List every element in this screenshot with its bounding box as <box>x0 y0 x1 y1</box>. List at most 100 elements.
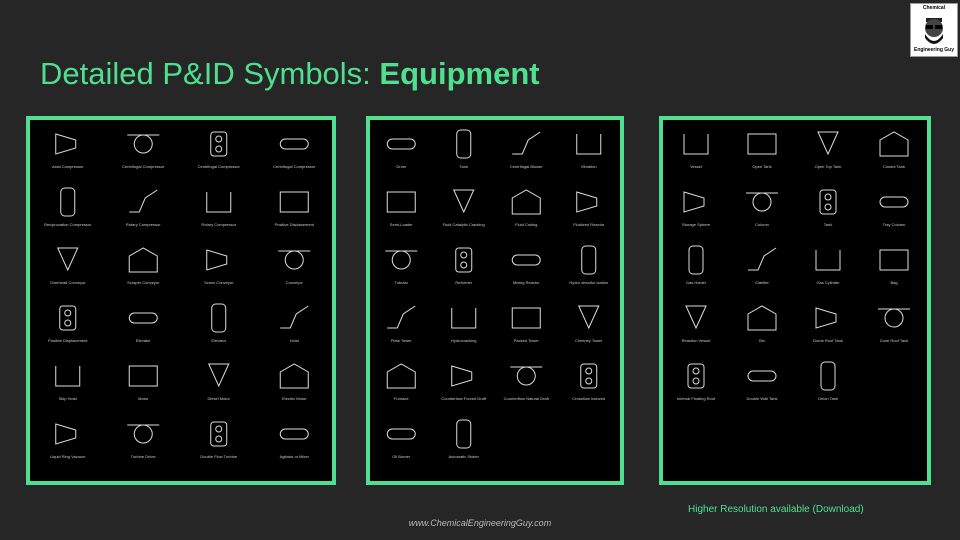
symbol-label: Reaction Vessel <box>682 338 711 343</box>
symbol-rotating-equipment-15: Hoist <box>280 305 309 343</box>
symbol-label: Drum <box>396 164 406 169</box>
symbol-process-equipment-0: Drum <box>386 138 416 169</box>
brand-logo: Chemical Engineering Guy <box>910 3 958 57</box>
symbol-process-equipment-7: Fluidized Reactor <box>573 191 605 227</box>
symbol-process-equipment-16: Furnace <box>386 363 416 401</box>
symbol-label: Storage Sphere <box>682 222 711 227</box>
symbol-label: Centrifugal Compressor <box>273 164 316 169</box>
symbol-rotating-equipment-13: Elevator <box>128 312 158 343</box>
symbol-label: Hoist <box>290 338 300 343</box>
symbol-vessels-tanks-0: Vessel <box>683 134 709 169</box>
symbol-process-equipment-1: Tank <box>456 129 472 169</box>
symbol-label: Vibration <box>581 164 597 169</box>
symbol-label: Bin <box>759 338 765 343</box>
symbol-label: Internal Floating Roof <box>677 396 716 401</box>
symbol-label: Chimney Tower <box>575 338 603 343</box>
symbol-label: Packed Tower <box>514 338 540 343</box>
symbol-process-equipment-11: Hydro desulfur ization <box>569 245 608 285</box>
download-link[interactable]: Higher Resolution available (Download) <box>688 504 864 515</box>
logo-bottom-text: Engineering Guy <box>913 47 954 53</box>
symbol-rotating-equipment-11: Conveyor <box>278 250 311 285</box>
symbol-rotating-equipment-20: Liquid Ring Vacuum <box>50 423 86 459</box>
symbol-process-equipment-3: Vibration <box>576 134 602 169</box>
symbol-process-equipment-20: Oil Burner <box>386 428 416 459</box>
symbol-vessels-tanks-6: Tank <box>819 189 837 227</box>
symbol-rotating-equipment-14: Elevator <box>211 303 227 343</box>
symbols-grid-process: Drum Tank Centrifugal Blower VibrationSemi-… <box>385 129 608 459</box>
symbol-process-equipment-4: Semi-Loader <box>386 191 416 227</box>
symbol-label: Turbine Driver <box>131 454 157 459</box>
symbol-rotating-equipment-10: Screw Conveyor <box>204 249 234 285</box>
symbol-vessels-tanks-15: Cone Roof Tank <box>878 308 910 343</box>
symbol-process-equipment-15: Chimney Tower <box>575 305 603 343</box>
footer-url: www.ChemicalEngineeringGuy.com <box>408 518 552 528</box>
symbol-label: Automatic Stoker <box>449 454 480 459</box>
symbol-vessels-tanks-2: Open Top Tank <box>815 131 841 169</box>
symbol-label: Electric Motor <box>282 396 307 401</box>
title-regular: Detailed P&ID Symbols: <box>40 56 380 91</box>
symbol-label: Fluid Catalytic Cracking <box>443 222 485 227</box>
symbol-label: Semi-Loader <box>390 222 414 227</box>
symbol-rotating-equipment-6: Rotary Compressor <box>201 192 237 227</box>
symbol-rotating-equipment-7: Positive Displacement <box>275 191 315 227</box>
symbol-label: Liquid Ring Vacuum <box>50 454 86 459</box>
symbol-rotating-equipment-2: Centrifugal Compressor <box>198 131 241 169</box>
symbol-label: Rotary Compressor <box>201 222 236 227</box>
symbol-label: Gas Cylinder <box>816 280 840 285</box>
symbol-label: Double Flow Turbine <box>200 454 237 459</box>
symbol-vessels-tanks-18: Onion Tank <box>818 361 838 401</box>
symbol-process-equipment-10: Mixing Reactor <box>511 254 541 285</box>
symbol-label: Tank <box>460 164 468 169</box>
symbol-process-equipment-21: Automatic Stoker <box>449 419 480 459</box>
symbol-label: Tray Column <box>883 222 906 227</box>
symbol-label: Conveyor <box>286 280 304 285</box>
symbol-rotating-equipment-8: Overhead Conveyor <box>50 247 86 285</box>
symbol-rotating-equipment-9: Scraper Conveyor <box>127 247 160 285</box>
symbol-vessels-tanks-10: Gas Cylinder <box>815 250 841 285</box>
symbol-label: Cone Roof Tank <box>880 338 909 343</box>
symbol-label: Axial Compressor <box>52 164 84 169</box>
symbol-vessels-tanks-8: Gas Holder <box>686 245 707 285</box>
symbol-rotating-equipment-21: Turbine Driver <box>127 424 160 459</box>
symbol-vessels-tanks-14: Dome Roof Tank <box>813 307 843 343</box>
slide-title: Detailed P&ID Symbols: Equipment <box>40 56 540 92</box>
symbol-rotating-equipment-5: Rotary Compressor <box>126 189 161 227</box>
symbol-label: Open Tank <box>752 164 771 169</box>
symbol-vessels-tanks-12: Reaction Vessel <box>682 305 711 343</box>
symbol-process-equipment-6: Fluid Coking <box>511 189 541 227</box>
title-bold: Equipment <box>379 56 540 91</box>
symbol-rotating-equipment-22: Double Flow Turbine <box>200 421 238 459</box>
symbol-label: Centrifugal Compressor <box>122 164 165 169</box>
symbol-rotating-equipment-19: Electric Motor <box>279 363 309 401</box>
symbol-vessels-tanks-5: Column <box>746 192 778 227</box>
symbol-label: Diesel Motor <box>208 396 231 401</box>
symbol-process-equipment-8: Tubular <box>385 250 418 285</box>
symbol-label: Reciprocation Compressor <box>44 222 92 227</box>
symbol-label: Dome Roof Tank <box>813 338 843 343</box>
symbols-grid-rotating: Axial Compressor Centrifugal Compressor Ce… <box>44 131 316 459</box>
symbol-process-equipment-9: Reformer <box>455 247 473 285</box>
symbol-label: Gas Holder <box>686 280 707 285</box>
symbol-process-equipment-2: Centrifugal Blower <box>510 131 543 169</box>
panel-rotating-equipment: Axial Compressor Centrifugal Compressor Ce… <box>26 116 336 485</box>
symbol-label: Centrifugal Compressor <box>198 164 241 169</box>
symbol-rotating-equipment-1: Centrifugal Compressor <box>122 134 165 169</box>
symbol-rotating-equipment-12: Positive Displacement <box>48 305 88 343</box>
symbol-rotating-equipment-18: Diesel Motor <box>208 363 231 401</box>
symbol-process-equipment-17: Countertiow Forced Draft <box>441 365 487 401</box>
symbol-process-equipment-19: Crossflow Induced <box>572 363 605 401</box>
symbol-rotating-equipment-3: Centrifugal Compressor <box>273 138 316 169</box>
symbol-vessels-tanks-3: Closed Tank <box>879 131 909 169</box>
symbol-label: Fluid Coking <box>515 222 537 227</box>
symbol-label: Closed Tank <box>883 164 905 169</box>
symbol-label: Centrifugal Blower <box>510 164 543 169</box>
symbol-label: Tank <box>824 222 832 227</box>
symbol-label: Rotary Compressor <box>126 222 161 227</box>
symbol-label: Tubular <box>395 280 409 285</box>
symbol-label: Mixing Reactor <box>513 280 540 285</box>
symbol-label: Column <box>755 222 769 227</box>
symbol-process-equipment-13: Hydrocracking <box>451 308 477 343</box>
symbol-vessels-tanks-9: Clarifier <box>748 247 777 285</box>
symbol-rotating-equipment-17: Motor <box>128 365 158 401</box>
